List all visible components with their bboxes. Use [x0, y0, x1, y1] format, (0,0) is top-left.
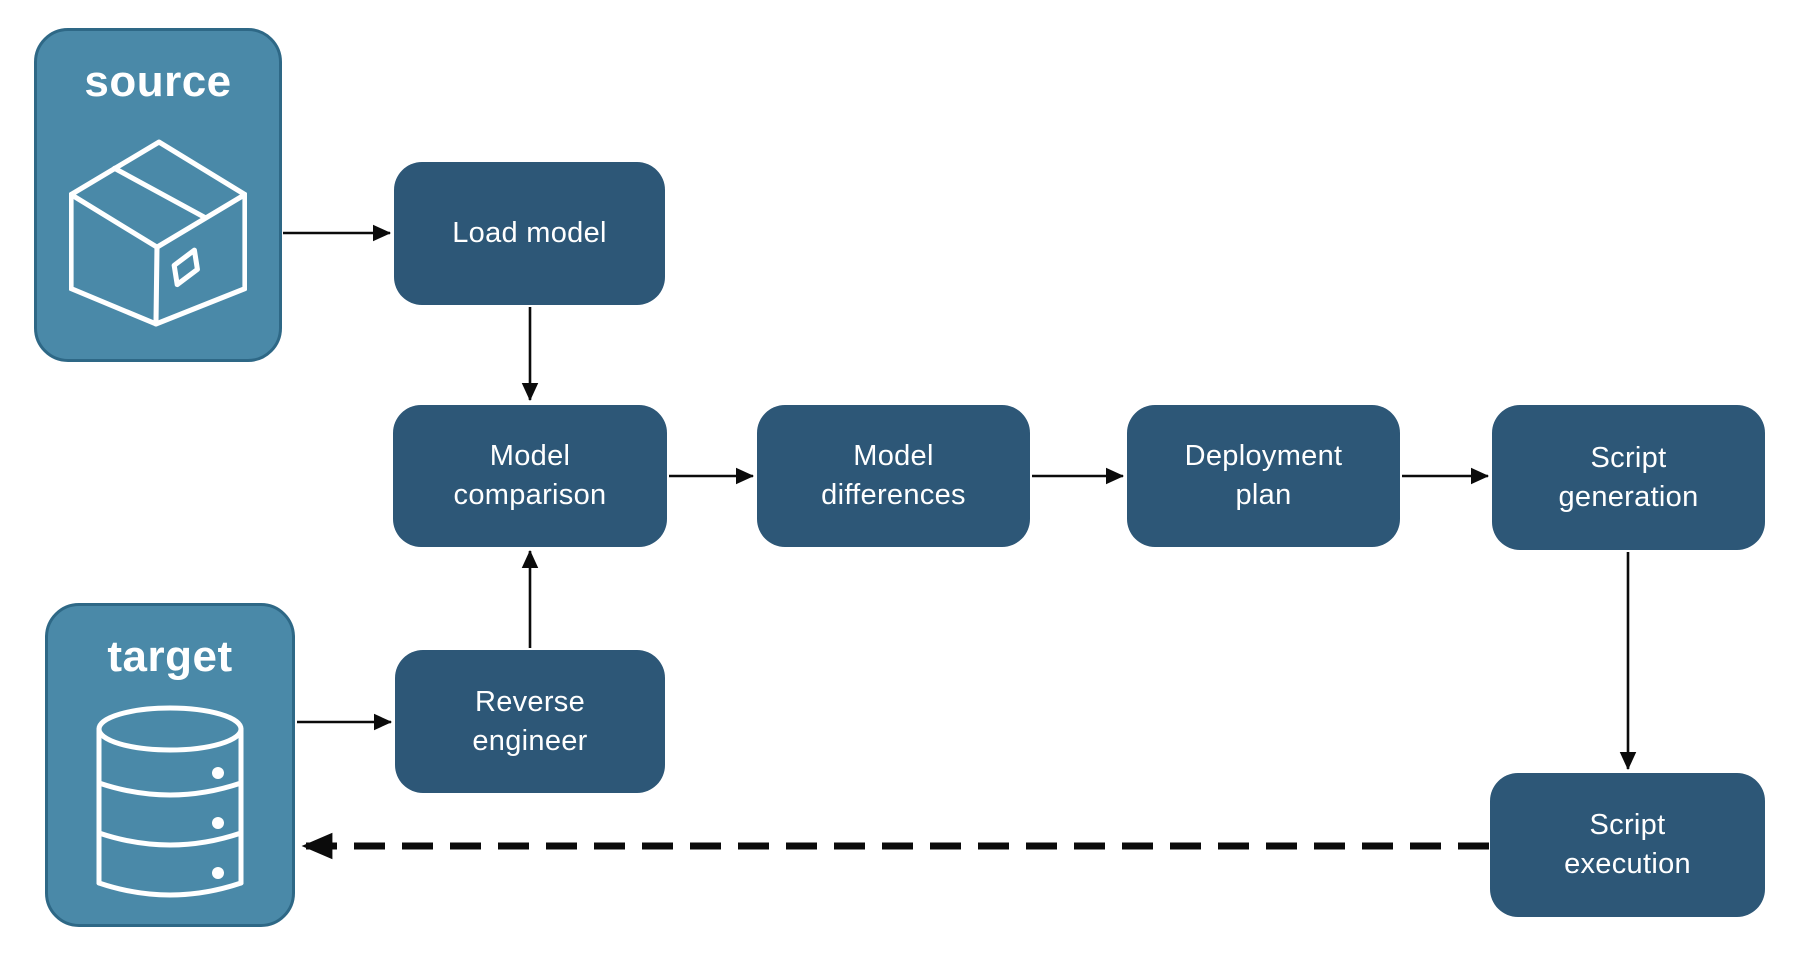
node-load-model: Load model [394, 162, 665, 305]
node-label: Model comparison [453, 440, 607, 511]
package-icon [37, 107, 279, 359]
node-model-comparison: Model comparison [393, 405, 667, 547]
node-label: Deployment plan [1184, 440, 1343, 511]
node-deployment-plan: Deployment plan [1127, 405, 1400, 547]
node-script-execution: Script execution [1490, 773, 1765, 917]
node-reverse-engineer: Reverse engineer [395, 650, 665, 793]
node-label: Reverse engineer [472, 685, 588, 757]
node-label: Script generation [1558, 441, 1699, 513]
node-label: Load model [452, 217, 607, 249]
target-label: target [107, 632, 233, 681]
target-node: target [45, 603, 295, 927]
node-label: Script execution [1564, 809, 1691, 880]
database-icon [48, 682, 292, 924]
node-script-generation: Script generation [1492, 405, 1765, 550]
node-label: Model differences [821, 440, 966, 511]
source-node: source [34, 28, 282, 362]
source-label: source [84, 57, 232, 106]
node-model-differences: Model differences [757, 405, 1030, 547]
